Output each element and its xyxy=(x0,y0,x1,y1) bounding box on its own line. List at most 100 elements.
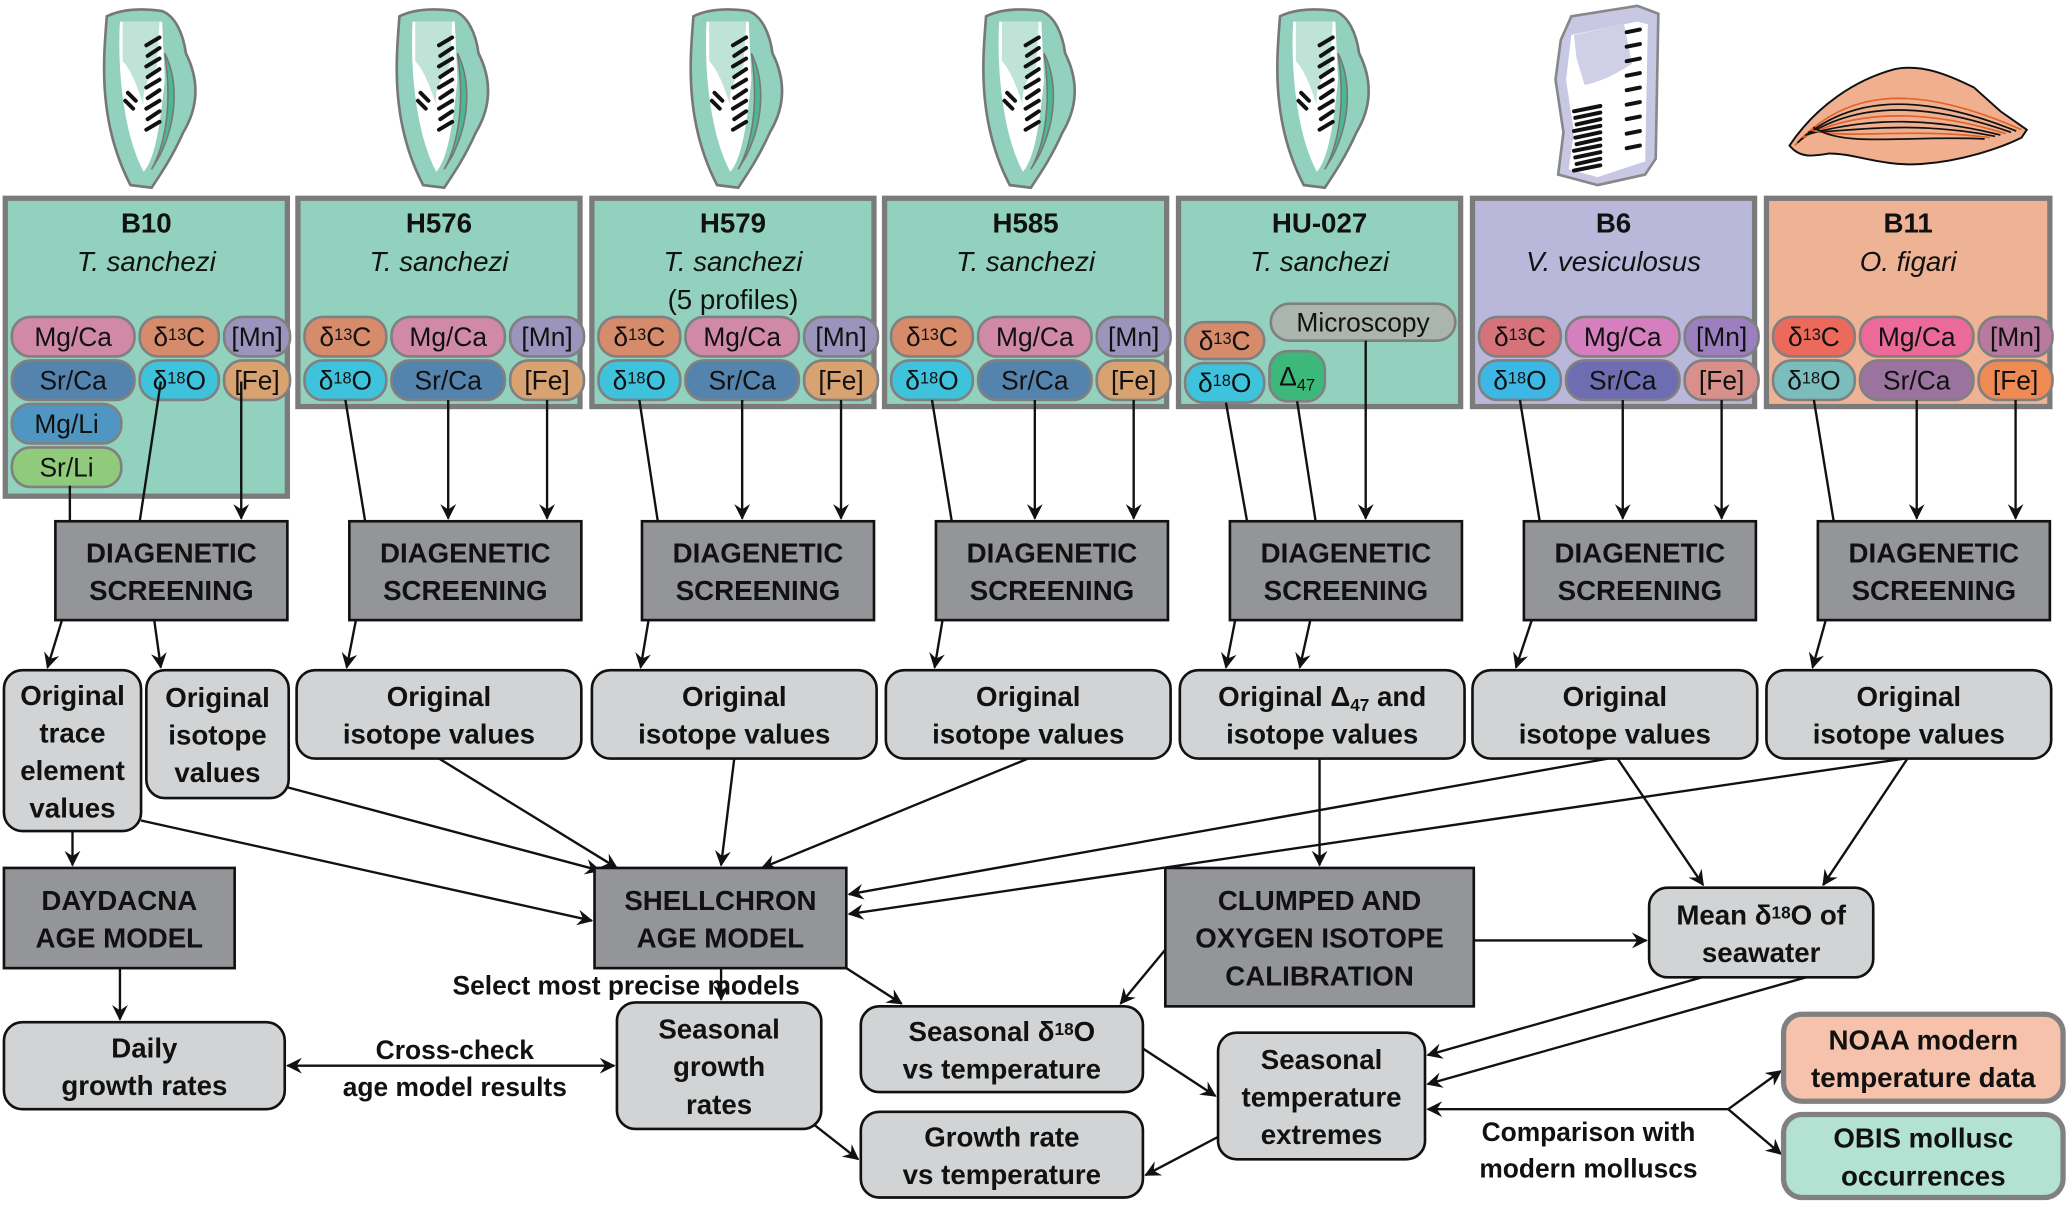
node-label-line: Original xyxy=(387,681,492,712)
proxy-label: δ18O xyxy=(153,365,206,395)
node-label-line: Seasonal δ18O xyxy=(909,1016,1096,1047)
node-label-line: Seasonal xyxy=(658,1014,780,1045)
connector-arrow xyxy=(1616,757,1705,887)
connectors xyxy=(44,340,2024,1177)
node-label-line: Original xyxy=(976,681,1081,712)
proxy-label: Mg/Ca xyxy=(1878,322,1956,352)
proxy-pill: δ18O xyxy=(889,359,975,402)
proxy-label: δ13C xyxy=(319,322,371,352)
proxy-label: Mg/Ca xyxy=(1584,322,1662,352)
connector-arrow xyxy=(438,757,619,869)
proxy-pill: [Fe] xyxy=(802,359,880,402)
node-label-line: Original xyxy=(1563,681,1668,712)
specimen-note: (5 profiles) xyxy=(668,284,799,315)
connector-arrow xyxy=(341,619,358,669)
connector-arrow xyxy=(760,757,1029,870)
tridacna-shell-icon xyxy=(982,8,1077,190)
proxy-pill: Microscopy xyxy=(1269,302,1457,342)
proxy-pill: Mg/Ca xyxy=(10,315,136,358)
specimen-id: HU-027 xyxy=(1272,208,1367,239)
proxy-pill: Sr/Ca xyxy=(976,359,1093,402)
specimen-id: H579 xyxy=(700,208,766,239)
proxy-pill: Mg/Li xyxy=(10,402,123,445)
proxy-label: Mg/Ca xyxy=(996,322,1074,352)
species-name: V. vesiculosus xyxy=(1526,246,1701,277)
proxy-pill: [Fe] xyxy=(1683,359,1760,402)
proxy-pill: Mg/Ca xyxy=(1564,315,1681,358)
proxy-pill: δ13C xyxy=(1771,315,1857,358)
connector-arrow xyxy=(1220,619,1237,669)
connector-arrow xyxy=(140,819,594,926)
proxy-label: Sr/Ca xyxy=(415,365,483,395)
connector-arrow xyxy=(1295,619,1312,669)
proxy-pill: δ18O xyxy=(303,359,388,402)
proxy-label: [Fe] xyxy=(818,365,863,395)
connector xyxy=(1812,399,1835,522)
node-label-line: DIAGENETIC xyxy=(380,537,551,568)
proxy-label: [Mn] xyxy=(815,322,866,352)
proxy-label: Sr/Ca xyxy=(1883,365,1951,395)
proxy-label: Sr/Ca xyxy=(708,365,776,395)
specimen-id: B10 xyxy=(121,208,172,239)
connector xyxy=(1295,401,1317,522)
connector-arrow xyxy=(1426,976,1807,1088)
proxy-label: Sr/Ca xyxy=(1589,365,1657,395)
shell-illustrations xyxy=(102,4,2029,190)
proxy-label: Sr/Ca xyxy=(1001,365,1069,395)
node-label-line: SCREENING xyxy=(1852,575,2017,606)
proxy-label: δ18O xyxy=(613,365,666,395)
node-label-line: NOAA modern xyxy=(1829,1025,2019,1056)
node-label-line: temperature data xyxy=(1811,1062,2036,1093)
species-name: T. sanchezi xyxy=(1250,246,1390,277)
node-label-line: SHELLCHRON xyxy=(624,885,816,916)
proxy-label: [Mn] xyxy=(521,322,572,352)
proxy-pill: Mg/Ca xyxy=(976,315,1093,358)
connector xyxy=(930,399,953,522)
proxy-pill: [Mn] xyxy=(508,315,586,358)
connector-arrow xyxy=(635,619,651,669)
node-label-line: isotope values xyxy=(932,719,1124,750)
proxy-label: δ13C xyxy=(1494,322,1546,352)
proxy-pill: Sr/Ca xyxy=(684,359,801,402)
cross-check-label: age model results xyxy=(343,1072,567,1102)
proxy-label: Mg/Ca xyxy=(703,322,781,352)
connector-arrow xyxy=(1142,1047,1217,1097)
node-label-line: vs temperature xyxy=(903,1054,1101,1085)
proxy-label: Δ47 xyxy=(1279,361,1315,394)
connector-arrow xyxy=(1144,1135,1219,1177)
proxy-label: [Fe] xyxy=(1111,365,1156,395)
proxy-pill: Mg/Ca xyxy=(684,315,801,358)
proxy-label: δ13C xyxy=(153,322,205,352)
proxy-label: Sr/Li xyxy=(39,452,93,482)
node-label-line: OBIS mollusc xyxy=(1833,1123,2013,1154)
proxy-label: Mg/Ca xyxy=(409,322,487,352)
comparison-label: Comparison with xyxy=(1482,1117,1696,1147)
node-label-line: Growth rate xyxy=(924,1121,1079,1152)
connector-arrow xyxy=(847,757,1609,900)
node-label-line: AGE MODEL xyxy=(36,922,204,953)
node-label-line: DIAGENETIC xyxy=(1261,537,1432,568)
species-name: T. sanchezi xyxy=(369,246,509,277)
node-label-line: temperature xyxy=(1242,1082,1402,1113)
node-label-line: Original xyxy=(20,680,125,711)
node-label-line: Original xyxy=(1857,681,1962,712)
proxy-label: δ18O xyxy=(1787,365,1840,395)
node-label-line: DIAGENETIC xyxy=(1849,537,2020,568)
